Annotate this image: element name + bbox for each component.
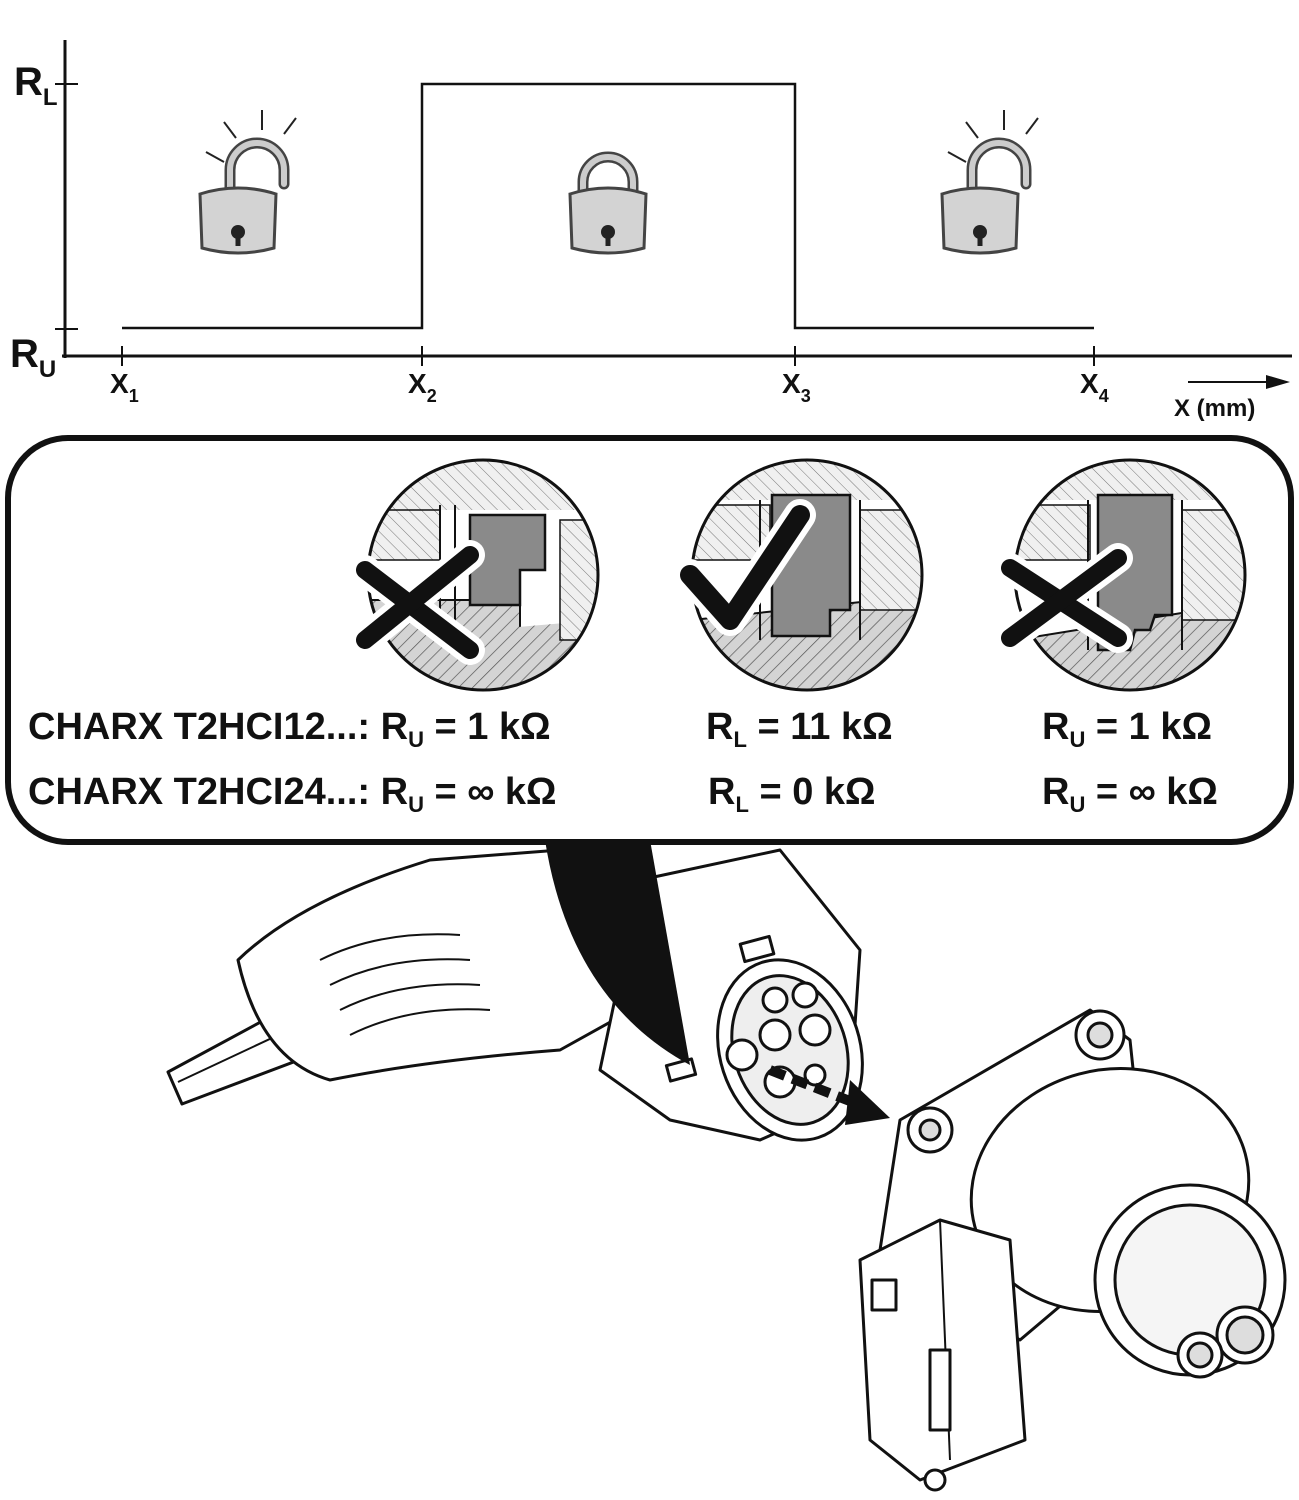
- x-tick-label-1: X1: [110, 368, 139, 406]
- y-low-label: RU: [10, 332, 56, 383]
- spec-row-2-left: CHARX T2HCI24...: RU = ∞ kΩ: [28, 771, 557, 817]
- zoom-callout-arrow: [545, 840, 690, 1065]
- resistance-curve: [122, 82, 1094, 330]
- unlocked-padlock-icon: [940, 110, 1039, 255]
- spec-row-2-middle: RL = 0 kΩ: [708, 771, 876, 817]
- detail-view-correct: [674, 458, 924, 692]
- detail-view-incorrect-left: [350, 458, 600, 692]
- cross-icon: [350, 540, 485, 665]
- detail-view-incorrect-right: [995, 458, 1247, 692]
- x-tick-label-2: X2: [408, 368, 437, 406]
- y-high-label: RL: [14, 60, 58, 111]
- x-tick-label-4: X4: [1080, 368, 1109, 406]
- cross-icon: [995, 543, 1133, 653]
- checkmark-icon: [674, 499, 816, 636]
- charging-plug-illustration: [166, 848, 1287, 1492]
- x-direction-arrowhead: [1266, 375, 1290, 389]
- unlocked-padlock-icon: [198, 110, 297, 255]
- signal-graph: RL RU X1 X2 X3 X4 X (mm): [10, 40, 1292, 422]
- spec-row-1-left: CHARX T2HCI12...: RU = 1 kΩ: [28, 706, 551, 752]
- spec-row-1-right: RU = 1 kΩ: [1042, 706, 1212, 752]
- spec-row-1-middle: RL = 11 kΩ: [706, 706, 893, 752]
- locked-padlock-icon: [568, 151, 648, 255]
- detail-panel-frame: [5, 435, 1294, 845]
- x-tick-label-3: X3: [782, 368, 811, 406]
- x-axis-label: X (mm): [1174, 395, 1255, 422]
- spec-row-2-right: RU = ∞ kΩ: [1042, 771, 1218, 817]
